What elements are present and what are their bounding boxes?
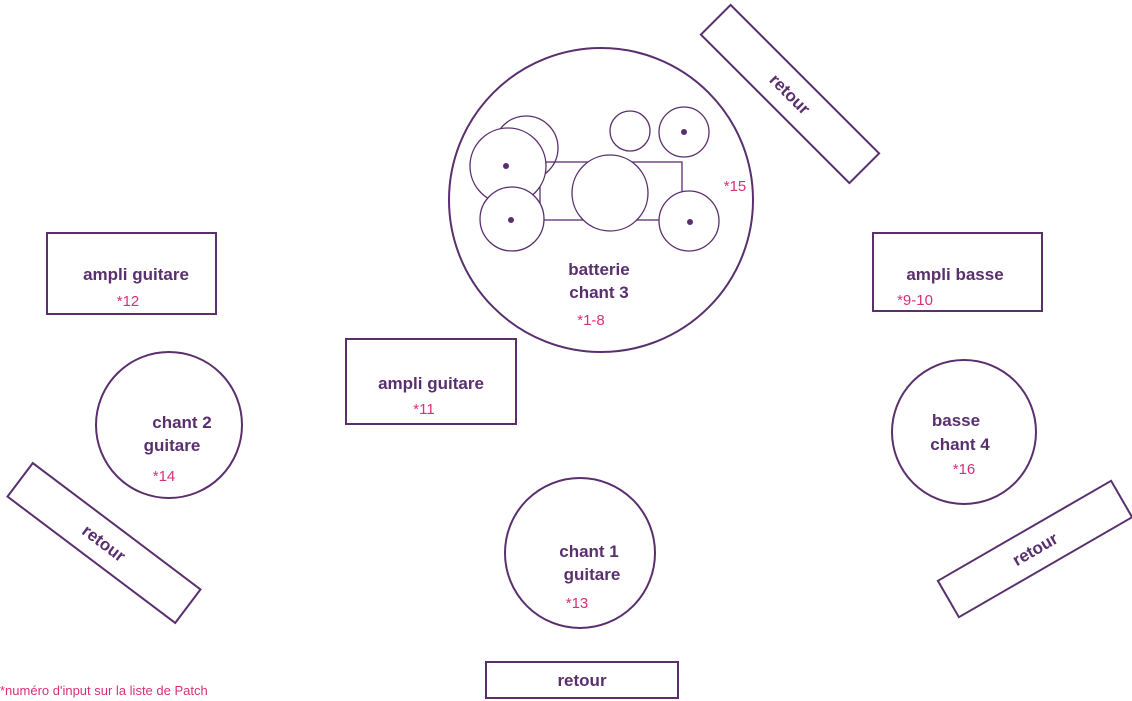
- amp-bass-box: [872, 232, 1043, 312]
- amp-guitar-center-label: ampli guitare: [378, 374, 484, 393]
- position-singer-2: chant 2 guitare *14: [95, 351, 243, 499]
- singer-1-input: *13: [566, 595, 589, 612]
- monitor-right: retour: [936, 479, 1132, 619]
- amp-guitar-left-label: ampli guitare: [83, 265, 189, 284]
- drum-kit-icon: [469, 106, 720, 252]
- monitor-top-right: retour: [699, 3, 881, 185]
- singer-1-label: chant 1: [559, 542, 619, 561]
- amp-guitar-center-input: *11: [413, 401, 434, 418]
- footnote: *numéro d'input sur la liste de Patch: [0, 683, 208, 698]
- tom-1: [609, 110, 651, 152]
- drums-input-number: *1-8: [577, 312, 605, 329]
- singer-1-instrument: guitare: [564, 565, 621, 584]
- position-bassist: basse chant 4 *16: [891, 359, 1037, 505]
- singer-2-input: *14: [153, 468, 176, 485]
- position-singer-1: chant 1 guitare *13: [504, 477, 656, 629]
- amp-guitar-left: ampli guitare *12: [46, 232, 217, 315]
- extra-input-number: *15: [724, 178, 747, 195]
- monitor-bottom-box: [485, 661, 679, 699]
- drum-riser: batterie chant 3 *1-8 *15: [448, 47, 754, 353]
- bassist-vocal-label: chant 4: [930, 435, 990, 454]
- amp-guitar-center-box: [345, 338, 517, 425]
- singer-1-circle: [504, 477, 656, 629]
- singer-2-label: chant 2: [152, 413, 212, 432]
- amp-bass-label: ampli basse: [906, 265, 1003, 284]
- singer-2-circle: [95, 351, 243, 499]
- amp-guitar-left-box: [46, 232, 217, 315]
- monitor-bottom-label: retour: [557, 671, 607, 690]
- monitor-bottom: retour: [485, 661, 679, 699]
- amp-guitar-center: ampli guitare *11: [345, 338, 517, 425]
- monitor-left: retour: [6, 461, 202, 625]
- drums-label: batterie: [568, 260, 629, 279]
- tom-2: [658, 106, 710, 158]
- amp-bass-input: *9-10: [897, 292, 933, 309]
- drums-vocal-label: chant 3: [569, 283, 629, 302]
- singer-2-instrument: guitare: [144, 436, 201, 455]
- kick-drum: [571, 154, 649, 232]
- amp-bass: ampli basse *9-10: [872, 232, 1043, 312]
- bassist-input: *16: [953, 461, 976, 478]
- amp-guitar-left-input: *12: [117, 293, 140, 310]
- drum-riser-circle: [448, 47, 754, 353]
- bassist-circle: [891, 359, 1037, 505]
- bassist-label: basse: [932, 411, 980, 430]
